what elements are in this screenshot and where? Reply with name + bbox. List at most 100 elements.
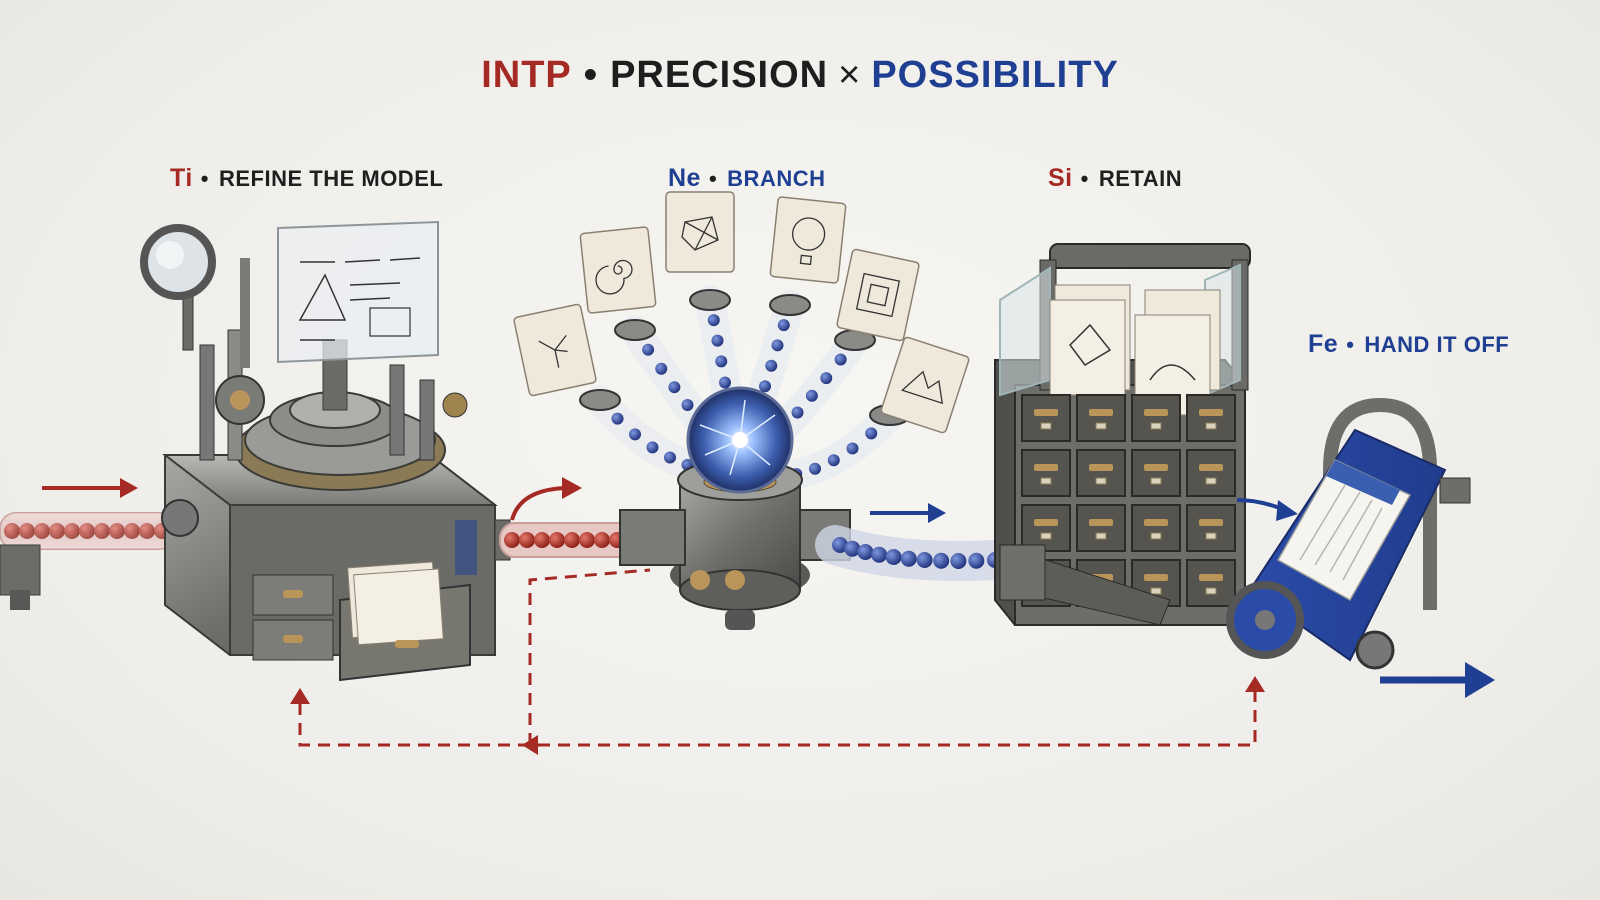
cabinet-drawer bbox=[1131, 504, 1181, 552]
red-bead bbox=[564, 532, 580, 548]
drawer-handle bbox=[1199, 574, 1223, 581]
drawer-label bbox=[1205, 587, 1217, 595]
spiral-card-icon bbox=[579, 226, 657, 314]
feedback-loop-path bbox=[298, 690, 1257, 747]
conveyor-belt-icon bbox=[1226, 397, 1471, 670]
ne-machine bbox=[513, 191, 970, 630]
drawer-handle bbox=[1089, 519, 1113, 526]
blue-bead bbox=[791, 406, 804, 419]
drawer-handle bbox=[1144, 409, 1168, 416]
file-cabinet-icon bbox=[994, 243, 1251, 626]
arrow-icon bbox=[1276, 500, 1298, 521]
stage-code-ne: Ne bbox=[668, 164, 701, 192]
cabinet-drawer bbox=[1186, 449, 1236, 497]
blue-bead bbox=[668, 381, 681, 394]
arrow-icon bbox=[510, 486, 566, 521]
blue-bead bbox=[968, 552, 985, 569]
balloon-card-icon bbox=[769, 196, 847, 284]
ti-machine bbox=[140, 220, 511, 682]
blue-bead bbox=[719, 376, 731, 389]
tube-rim bbox=[769, 294, 811, 316]
arrow-icon bbox=[928, 503, 946, 523]
drawer-label bbox=[1095, 477, 1107, 485]
blue-bead bbox=[933, 552, 950, 569]
cabinet-drawer bbox=[1021, 449, 1071, 497]
drawer-handle bbox=[1199, 409, 1223, 416]
stage-text-ne: BRANCH bbox=[727, 166, 826, 191]
cabinet-drawer bbox=[1186, 559, 1236, 607]
drawer-handle bbox=[1144, 574, 1168, 581]
drawer-label bbox=[1095, 532, 1107, 540]
blue-bead bbox=[711, 334, 724, 347]
red-bead bbox=[504, 532, 520, 548]
blue-bead bbox=[865, 427, 878, 440]
cabinet-drawer bbox=[1076, 394, 1126, 442]
blue-bead bbox=[809, 462, 821, 475]
feedback-branch-path bbox=[528, 568, 651, 745]
red-bead bbox=[534, 532, 550, 548]
red-bead bbox=[579, 532, 595, 548]
stage-code-si: Si bbox=[1048, 164, 1073, 192]
glass-equation-board-icon bbox=[240, 220, 439, 368]
stage-label-fe: Fe•HAND IT OFF bbox=[1308, 330, 1509, 359]
blue-bead bbox=[844, 540, 861, 557]
stage-text-si: RETAIN bbox=[1098, 166, 1183, 191]
stage-label-si: Si • RETAIN bbox=[1048, 164, 1182, 193]
drawer-label bbox=[1040, 422, 1052, 430]
feedback-arrowhead-up-left bbox=[290, 688, 310, 704]
red-bead bbox=[549, 532, 565, 548]
stage-label-ti: Ti•REFINE THE MODEL bbox=[170, 164, 443, 193]
blue-bead bbox=[900, 550, 917, 567]
drawer-label bbox=[1040, 477, 1052, 485]
blue-bead bbox=[871, 546, 888, 563]
input-tube bbox=[0, 512, 176, 550]
drawer-handle bbox=[1144, 519, 1168, 526]
title-separator: • bbox=[583, 54, 599, 96]
blue-bead bbox=[832, 537, 848, 553]
arrow-icon bbox=[562, 477, 582, 499]
drawer-label bbox=[1040, 532, 1052, 540]
stage-text-ti: REFINE THE MODEL bbox=[218, 166, 444, 191]
network-card-icon bbox=[665, 191, 735, 273]
stage-code-ti: Ti bbox=[170, 164, 193, 192]
cabinet-drawer bbox=[1186, 504, 1236, 552]
blue-bead bbox=[664, 451, 676, 464]
drawer-handle bbox=[1089, 464, 1113, 471]
drawer-label bbox=[1205, 477, 1217, 485]
stage-dot-si: • bbox=[1080, 166, 1089, 191]
cabinet-drawer bbox=[1021, 394, 1071, 442]
tube-rim bbox=[689, 289, 731, 311]
red-bead bbox=[519, 532, 535, 548]
drawer-label bbox=[1150, 477, 1162, 485]
blue-bead bbox=[777, 319, 790, 332]
cabinet-drawer bbox=[1076, 449, 1126, 497]
drawer-handle bbox=[1199, 464, 1223, 471]
arrow-icon bbox=[1465, 662, 1495, 698]
blue-bead bbox=[885, 549, 902, 565]
drawer-label bbox=[1150, 422, 1162, 430]
blue-bead bbox=[820, 372, 833, 385]
tube-rim bbox=[614, 319, 656, 341]
blue-bead bbox=[834, 353, 847, 366]
cabinet-drawer bbox=[1021, 504, 1071, 552]
crystal-orb-icon bbox=[686, 386, 794, 494]
drawer-handle bbox=[1089, 409, 1113, 416]
blue-bead bbox=[827, 454, 840, 467]
drawer-handle bbox=[1034, 464, 1058, 471]
tree-card-icon bbox=[513, 303, 597, 397]
blue-bead bbox=[707, 314, 720, 327]
title-precision: PRECISION bbox=[610, 54, 829, 96]
blue-bead bbox=[642, 343, 655, 356]
blue-bead bbox=[805, 389, 818, 402]
drawer-label bbox=[1095, 422, 1107, 430]
arrow-icon bbox=[120, 478, 138, 498]
blue-bead bbox=[846, 442, 859, 455]
drawer-label bbox=[1150, 587, 1162, 595]
left-bracket bbox=[0, 544, 41, 610]
blue-tube bbox=[815, 525, 1015, 581]
drawer-handle bbox=[1034, 519, 1058, 526]
blue-bead bbox=[759, 380, 771, 393]
blue-bead bbox=[646, 441, 659, 454]
red-bead bbox=[594, 532, 610, 548]
tube-rim bbox=[579, 389, 621, 411]
